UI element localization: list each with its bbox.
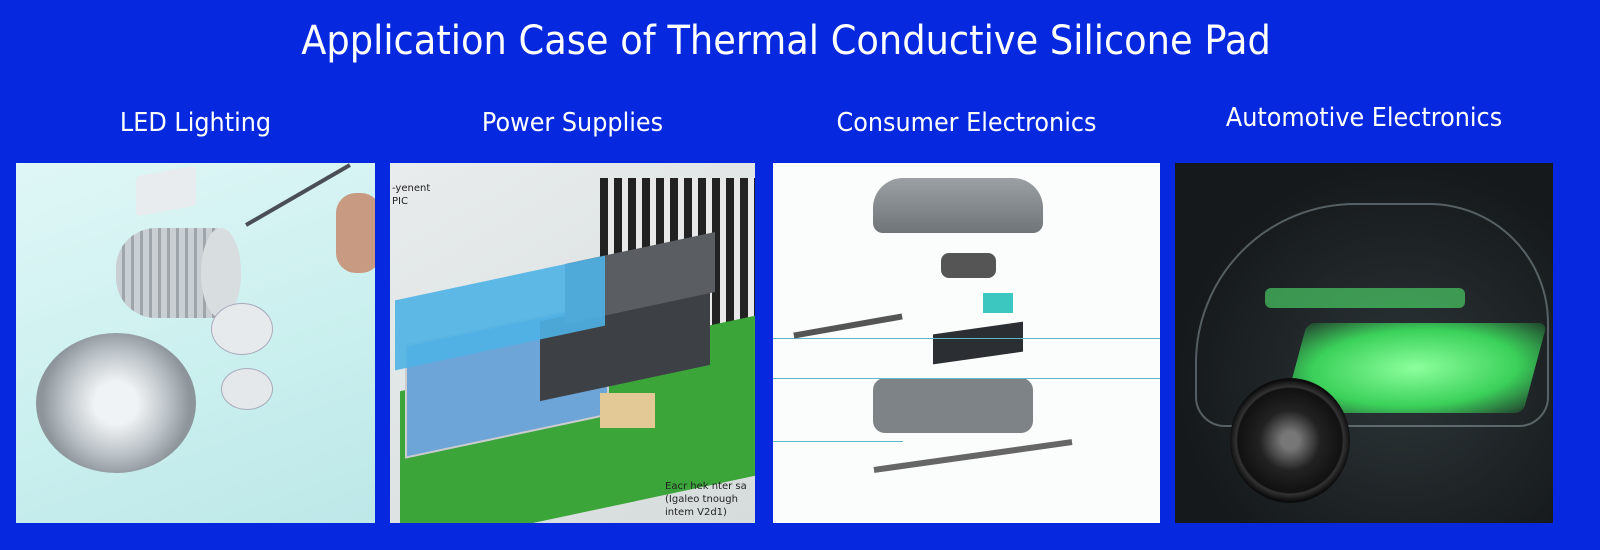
connector xyxy=(600,393,655,428)
led-lighting-image xyxy=(16,163,375,523)
drone-body xyxy=(873,378,1033,433)
automotive-electronics-image xyxy=(1175,163,1553,523)
consumer-electronics-image xyxy=(773,163,1160,523)
callout-line xyxy=(773,378,1160,379)
annotation-text: -yenent xyxy=(392,183,431,194)
battery-module xyxy=(1265,288,1465,308)
case-label-consumer-electronics: Consumer Electronics xyxy=(836,108,1097,138)
case-label-power-supplies: Power Supplies xyxy=(481,108,664,138)
led-downlight xyxy=(36,333,196,473)
wheel xyxy=(1230,378,1350,503)
page-title: Application Case of Thermal Conductive S… xyxy=(301,18,1271,64)
propeller xyxy=(793,313,903,339)
annotation-text: (Igaleo tnough xyxy=(665,494,738,505)
round-pad xyxy=(221,368,273,410)
annotation-text: PIC xyxy=(392,196,408,207)
annotation-text: intem V2d1) xyxy=(665,507,727,518)
case-label-automotive-electronics: Automotive Electronics xyxy=(1225,103,1503,133)
callout-line xyxy=(773,338,1160,339)
led-driver xyxy=(136,165,196,217)
fan xyxy=(941,253,996,278)
thermal-pad xyxy=(211,303,273,355)
propeller xyxy=(873,439,1073,473)
circuit-board xyxy=(933,321,1023,365)
power-supplies-image: -yenent PIC Eacr hek nter sa (Igaleo tno… xyxy=(390,163,755,523)
annotation-text: Eacr hek nter sa xyxy=(665,481,747,492)
callout-line xyxy=(773,441,903,442)
hand xyxy=(336,193,375,273)
thermal-pad-teal xyxy=(983,293,1013,313)
case-label-led-lighting: LED Lighting xyxy=(119,108,272,138)
drone-shell xyxy=(873,178,1043,233)
